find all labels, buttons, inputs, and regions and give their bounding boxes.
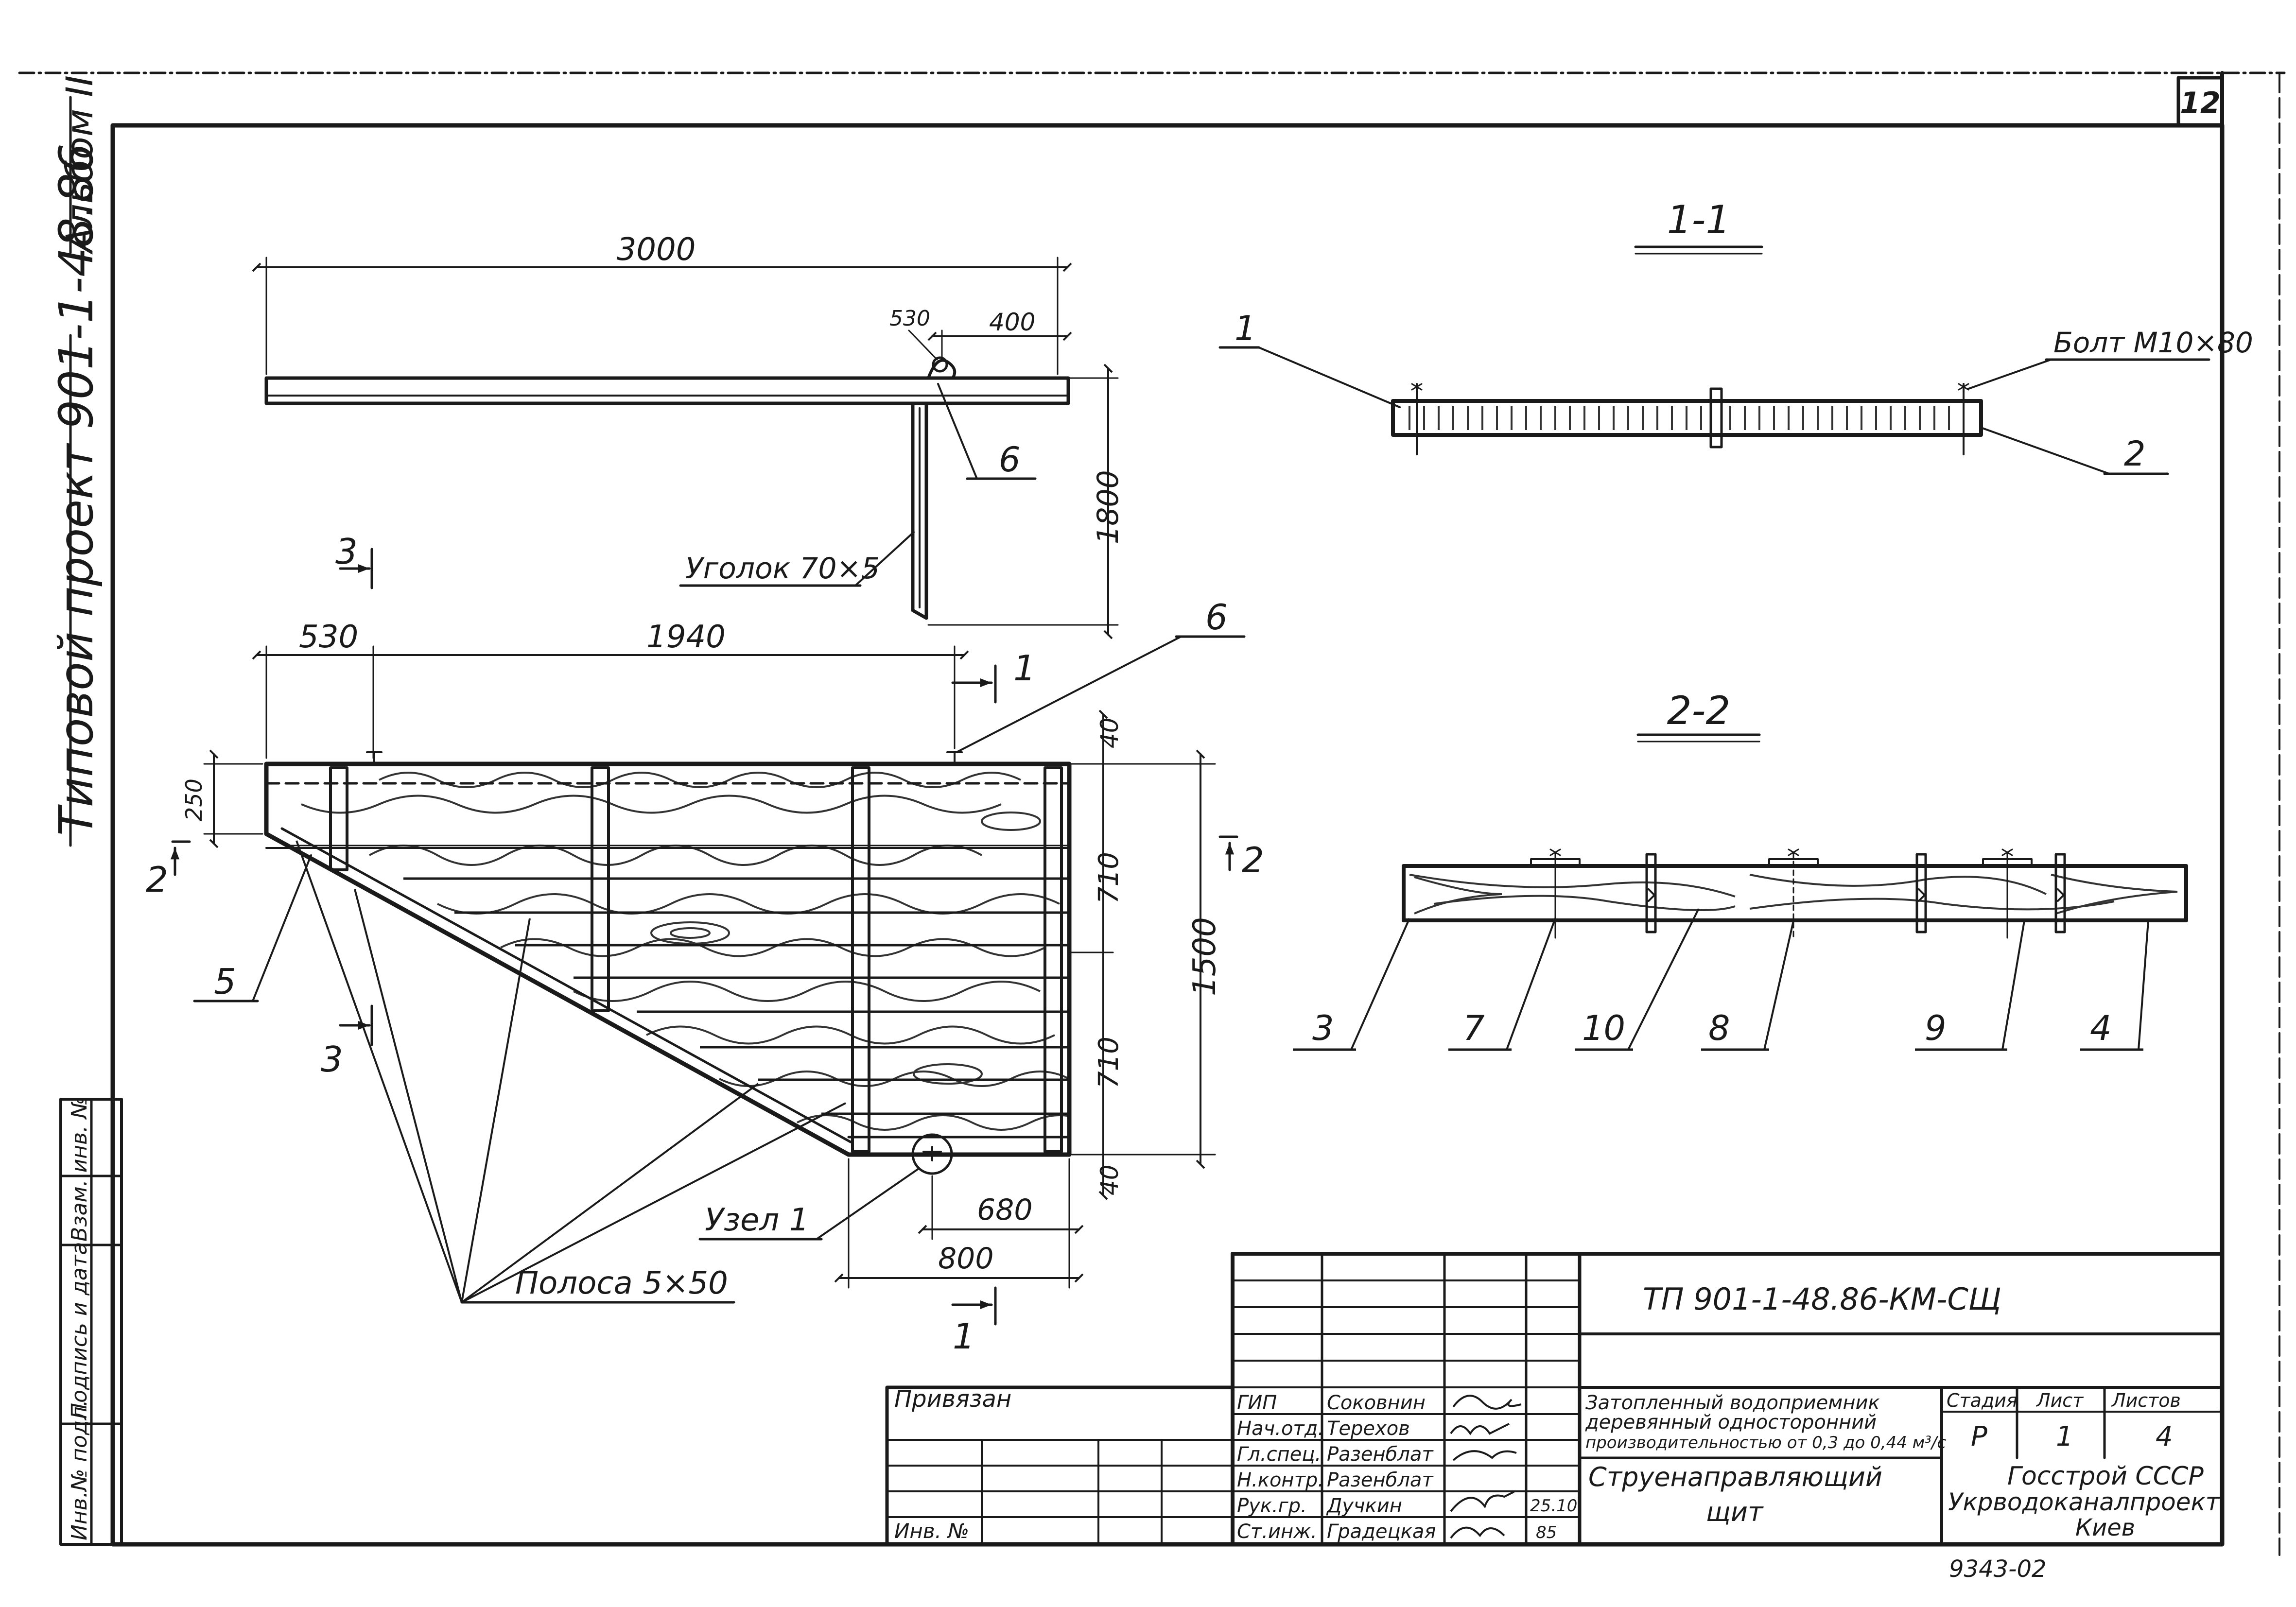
side-stamp: Инв.№ подл. Подпись и дата Взам. инв. № <box>59 1096 123 1546</box>
date-0: 25.10 <box>1530 1496 1577 1516</box>
section-2-left-label: 2 <box>146 859 168 900</box>
front-callout-6: 6 <box>1205 597 1228 638</box>
name-1: Терехов <box>1327 1417 1410 1440</box>
name-4: Дучкин <box>1326 1495 1402 1517</box>
name-0: Соковнин <box>1327 1392 1426 1414</box>
sheets-header: Листов <box>2111 1390 2181 1411</box>
sheet-number-box: 12 <box>2176 76 2224 127</box>
org-1: Укрводоканалпроект <box>1948 1488 2221 1516</box>
plan-dim-depth: 1800 <box>1091 470 1125 544</box>
section-2-2: 2-2 <box>1293 688 2188 1051</box>
section-1-top-label: 1 <box>1013 648 1036 689</box>
stamp-signature-date: Подпись и дата <box>67 1242 92 1419</box>
section-2-right-label: 2 <box>1242 840 1264 881</box>
sheet-title-0: Струенаправляющий <box>1588 1462 1882 1492</box>
angle-label: Уголок 70×5 <box>685 552 880 586</box>
bolt-label: Болт М10×80 <box>2053 326 2253 359</box>
plan-dim-total: 3000 <box>617 232 696 268</box>
title-block: Привязан Инв. № ГИП Нач.отд. Гл.спец. Н.… <box>885 1252 2224 1583</box>
plan-callout-6: 6 <box>999 440 1021 480</box>
section-2-2-callout-9: 9 <box>1925 1008 1947 1048</box>
sheets-value: 4 <box>2156 1421 2173 1452</box>
front-dim-250: 250 <box>181 778 207 821</box>
plan-dim-right: 400 <box>989 308 1035 336</box>
project-desc-1: деревянный односторонний <box>1585 1411 1877 1434</box>
section-2-2-callout-10: 10 <box>1582 1008 1625 1048</box>
front-dim-680: 680 <box>977 1193 1033 1227</box>
section-2-2-callout-3: 3 <box>1312 1008 1334 1048</box>
strip-label: Полоса 5×50 <box>515 1265 728 1301</box>
sheet-value: 1 <box>2056 1421 2073 1452</box>
project-desc-2: производительностью от 0,3 до 0,44 м³/с <box>1585 1433 1946 1452</box>
section-1-1: 1-1 1 Болт М10×80 2 <box>1218 197 2253 475</box>
front-dim-40-bottom: 40 <box>1096 1164 1124 1195</box>
front-dim-1500: 1500 <box>1187 917 1223 996</box>
node-1-marker <box>911 1133 953 1175</box>
signatures <box>1450 1395 1522 1539</box>
section-1-1-callout-1: 1 <box>1235 309 1256 348</box>
role-0: ГИП <box>1237 1392 1277 1414</box>
plan-dim-pin: 530 <box>889 306 930 331</box>
org-2: Киев <box>2075 1514 2135 1541</box>
archive-no: 9343-02 <box>1949 1555 2047 1583</box>
sheet-number: 12 <box>2180 86 2221 120</box>
vertical-ribs <box>329 766 1063 1153</box>
role-3: Н.контр. <box>1237 1469 1324 1491</box>
section-2-2-callout-7: 7 <box>1463 1008 1485 1048</box>
stage-header: Стадия <box>1947 1390 2018 1411</box>
section-1-bottom-label: 1 <box>953 1316 975 1357</box>
sheet-title-1: щит <box>1706 1497 1764 1527</box>
org-0: Госстрой СССР <box>2007 1462 2204 1491</box>
section-3-top-label: 3 <box>335 531 358 572</box>
project-desc-0: Затопленный водоприемник <box>1585 1392 1880 1414</box>
role-2: Гл.спец. <box>1237 1443 1321 1466</box>
front-view: 530 1940 3 3 1 1 2 2 250 40 71 <box>146 531 1264 1357</box>
privyazan-label: Привязан <box>894 1385 1011 1413</box>
side-album-text: Альбом II <box>58 75 101 255</box>
section-2-2-title: 2-2 <box>1667 688 1731 733</box>
name-2: Разенблат <box>1327 1443 1434 1466</box>
node-1-label: Узел 1 <box>705 1202 809 1238</box>
front-dim-800: 800 <box>938 1242 994 1276</box>
wood-grain <box>301 772 1069 1131</box>
date-1: 85 <box>1536 1523 1557 1542</box>
role-1: Нач.отд. <box>1237 1417 1324 1440</box>
section-2-2-callout-4: 4 <box>2090 1008 2112 1048</box>
front-dim-710-top: 710 <box>1093 852 1125 904</box>
name-3: Разенблат <box>1327 1469 1434 1491</box>
front-dim-40-top: 40 <box>1096 717 1124 748</box>
section-1-1-callout-2: 2 <box>2124 434 2146 474</box>
front-callout-5: 5 <box>214 961 236 1002</box>
front-dim-1940: 1940 <box>646 619 726 655</box>
side-title-text: Типовой проект 901-1-48.86 <box>49 143 104 836</box>
stamp-vzam-inv: Взам. инв. № <box>67 1096 92 1242</box>
name-5: Градецкая <box>1327 1521 1436 1543</box>
front-dim-710-bottom: 710 <box>1093 1037 1125 1089</box>
front-dim-530: 530 <box>299 619 358 655</box>
role-5: Ст.инж. <box>1237 1521 1317 1543</box>
plan-view: 3000 530 400 1800 6 Уголок 70×5 <box>252 232 1125 639</box>
section-2-2-callout-8: 8 <box>1708 1008 1730 1048</box>
section-1-1-title: 1-1 <box>1667 197 1731 242</box>
section-3-bottom-label: 3 <box>321 1039 343 1080</box>
side-title: Типовой проект 901-1-48.86 Альбом II <box>49 75 104 836</box>
role-4: Рук.гр. <box>1237 1495 1307 1517</box>
sheet-header: Лист <box>2035 1390 2084 1411</box>
stage-value: Р <box>1971 1421 1987 1452</box>
stamp-inv-podl: Инв.№ подл. <box>67 1400 92 1540</box>
inv-no-label: Инв. № <box>894 1519 969 1543</box>
doc-code: ТП 901-1-48.86-КМ-СЩ <box>1643 1281 2001 1317</box>
